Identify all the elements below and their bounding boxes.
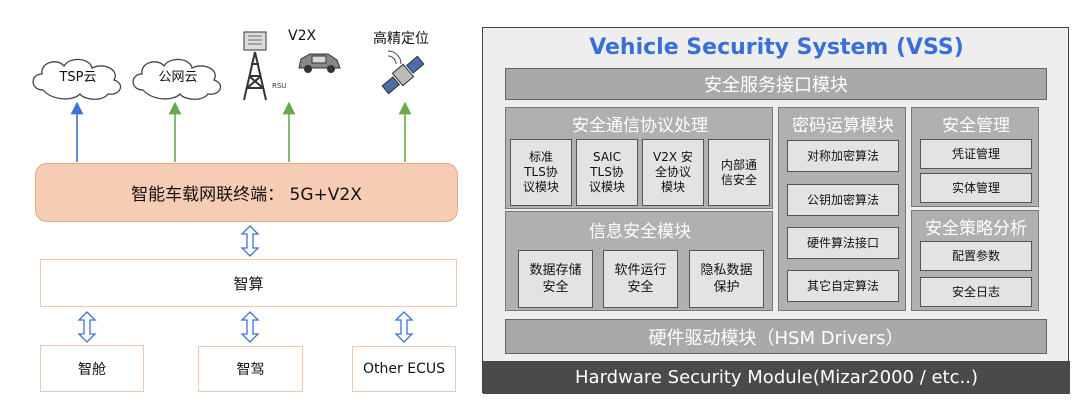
cockpit-box: 智舱 (40, 345, 144, 392)
rsu-tower-icon (243, 31, 267, 101)
tsp-cloud-label: TSP云 (59, 69, 97, 85)
uplink-arrows (70, 101, 412, 162)
satellite-icon (381, 50, 425, 95)
car-icon (298, 53, 341, 73)
policy-cell: 配置参数 (920, 241, 1032, 271)
vehicle-terminal-box: 智能车载网联终端： 5G+V2X (35, 163, 458, 222)
info-cell: 隐私数据 保护 (689, 250, 764, 308)
comm-cell: 内部通 信安全 (708, 139, 770, 206)
public-cloud-icon (132, 58, 222, 100)
comm-cell: 标准 TLS协 议模块 (510, 139, 572, 206)
double-arrow-icon (240, 225, 260, 257)
comm-protocol-title: 安全通信协议处理 (572, 115, 708, 136)
mgmt-cell: 实体管理 (920, 173, 1032, 203)
compute-box: 智算 (40, 259, 457, 307)
vss-frame: Vehicle Security System (VSS) 安全服务接口模块 安… (482, 27, 1070, 394)
policy-panel: 安全策略分析 配置参数 安全日志 (911, 210, 1039, 311)
connectivity-diagram: TSP云 公网云 RSU V2X 高精定位 智能 (0, 0, 470, 407)
hardware-security-module-bar: Hardware Security Module(Mizar2000 / etc… (483, 361, 1070, 394)
v2x-label: V2X (288, 28, 317, 44)
driving-box: 智驾 (198, 346, 303, 392)
info-security-title: 信息安全模块 (589, 221, 691, 242)
public-cloud-label: 公网云 (158, 69, 198, 85)
positioning-label: 高精定位 (373, 31, 429, 47)
double-arrow-icon (394, 311, 414, 343)
info-cell: 数据存储 安全 (518, 250, 593, 308)
mgmt-cell: 凭证管理 (920, 139, 1032, 169)
other-ecus-box: Other ECUS (352, 346, 456, 392)
security-mgmt-title: 安全管理 (942, 115, 1010, 136)
vss-title: Vehicle Security System (VSS) (589, 34, 964, 60)
comm-cell: V2X 安 全协议 模块 (642, 139, 704, 206)
policy-cell: 安全日志 (920, 277, 1032, 307)
crypto-cell: 硬件算法接口 (787, 227, 899, 259)
crypto-cell: 其它自定算法 (787, 270, 899, 302)
comm-protocol-panel: 安全通信协议处理 标准 TLS协 议模块 SAIC TLS协 议模块 V2X 安… (505, 107, 773, 209)
crypto-cell: 公钥加密算法 (787, 184, 899, 216)
policy-title: 安全策略分析 (925, 218, 1027, 239)
tsp-cloud-icon (32, 58, 122, 100)
service-interface-bar: 安全服务接口模块 (505, 68, 1047, 100)
hsm-driver-bar: 硬件驱动模块（HSM Drivers） (505, 319, 1047, 354)
rsu-label: RSU (272, 82, 287, 90)
security-mgmt-panel: 安全管理 凭证管理 实体管理 (911, 107, 1039, 207)
crypto-title: 密码运算模块 (792, 115, 894, 136)
crypto-panel: 密码运算模块 对称加密算法 公钥加密算法 硬件算法接口 其它自定算法 (778, 107, 906, 311)
crypto-cell: 对称加密算法 (787, 140, 899, 172)
comm-cell: SAIC TLS协 议模块 (576, 139, 638, 206)
double-arrow-icon (77, 311, 97, 343)
double-arrow-icon (240, 311, 260, 343)
info-cell: 软件运行 安全 (603, 250, 678, 308)
info-security-panel: 信息安全模块 数据存储 安全 软件运行 安全 隐私数据 保护 (505, 211, 773, 311)
